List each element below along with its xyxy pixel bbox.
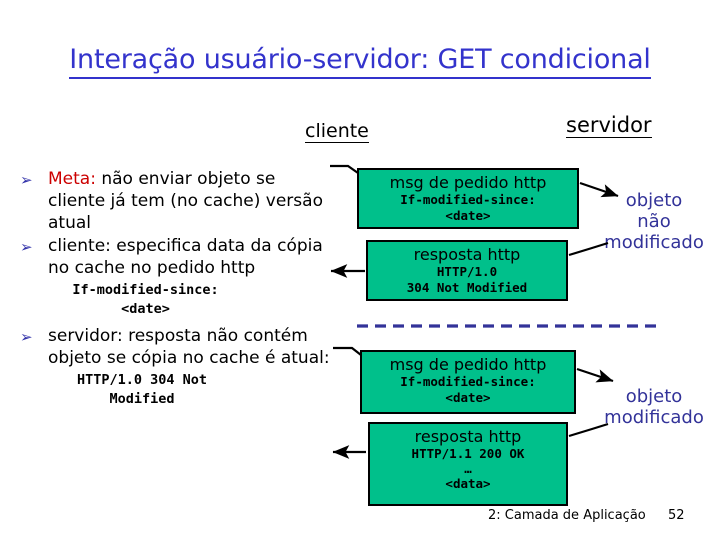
message-box-line: If-modified-since:: [400, 374, 536, 389]
arrow-request-modified: [576, 367, 614, 383]
message-box-line: <date>: [445, 208, 491, 223]
message-box-line: <data>: [445, 476, 491, 491]
page-title-text: Interação usuário-servidor: GET condicio…: [69, 44, 651, 79]
footer-chapter-label: 2: Camada de Aplicação: [488, 508, 646, 523]
message-box-title: resposta http: [414, 427, 522, 446]
message-box-line: HTTP/1.1 200 OK: [411, 446, 525, 461]
message-box-ellipsis: …: [464, 461, 472, 476]
annotation-object-modified: objeto modificado: [604, 386, 704, 428]
client-column-label: cliente: [305, 120, 369, 143]
server-column-header: servidor: [566, 113, 652, 138]
message-box-line: If-modified-since:: [400, 192, 536, 207]
server-column-label: servidor: [566, 113, 652, 138]
message-box-title: msg de pedido http: [389, 173, 547, 192]
bullet-body: servidor: resposta não contém objeto se …: [48, 326, 330, 368]
code-if-modified-since: If-modified-since: <date>: [72, 282, 219, 317]
message-box-title: resposta http: [413, 245, 521, 264]
code-304-not-modified: HTTP/1.0 304 Not Modified: [76, 372, 208, 407]
message-box-title: msg de pedido http: [389, 355, 547, 374]
bullet-text: Meta: não enviar objeto se cliente já te…: [48, 169, 323, 233]
bullet-lead-emphasis: Meta:: [48, 169, 96, 189]
message-box-line: 304 Not Modified: [406, 280, 528, 295]
message-box-request-modified: msg de pedido http If-modified-since: <d…: [360, 350, 576, 414]
list-item: ➢ Meta: não enviar objeto se cliente já …: [12, 168, 332, 234]
arrowhead-bullet-icon: ➢: [20, 171, 33, 189]
list-item: ➢ cliente: especifica data da cópia no c…: [12, 235, 332, 279]
bullet-list: ➢ Meta: não enviar objeto se cliente já …: [12, 168, 332, 409]
message-box-line: HTTP/1.0: [436, 264, 498, 279]
arrowhead-bullet-icon: ➢: [20, 238, 33, 256]
message-box-response-modified: resposta http HTTP/1.1 200 OK … <data>: [368, 422, 568, 506]
arrowhead-bullet-icon: ➢: [20, 328, 33, 346]
list-item: ➢ servidor: resposta não contém objeto s…: [12, 325, 332, 369]
message-box-response-not-modified: resposta http HTTP/1.0 304 Not Modified: [366, 240, 568, 301]
connector-request-modified-tail: [333, 346, 362, 356]
message-box-line: <date>: [445, 390, 491, 405]
bullet-body: cliente: especifica data da cópia no cac…: [48, 236, 323, 278]
page-title: Interação usuário-servidor: GET condicio…: [14, 44, 706, 79]
bullet-body: não enviar objeto se cliente já tem (no …: [48, 169, 323, 233]
client-column-header: cliente: [305, 120, 369, 143]
connector-request-not-modified-tail: [330, 164, 359, 174]
message-box-request-not-modified: msg de pedido http If-modified-since: <d…: [357, 168, 579, 229]
footer-page-number: 52: [668, 508, 685, 523]
annotation-object-not-modified: objeto não modificado: [604, 190, 704, 253]
